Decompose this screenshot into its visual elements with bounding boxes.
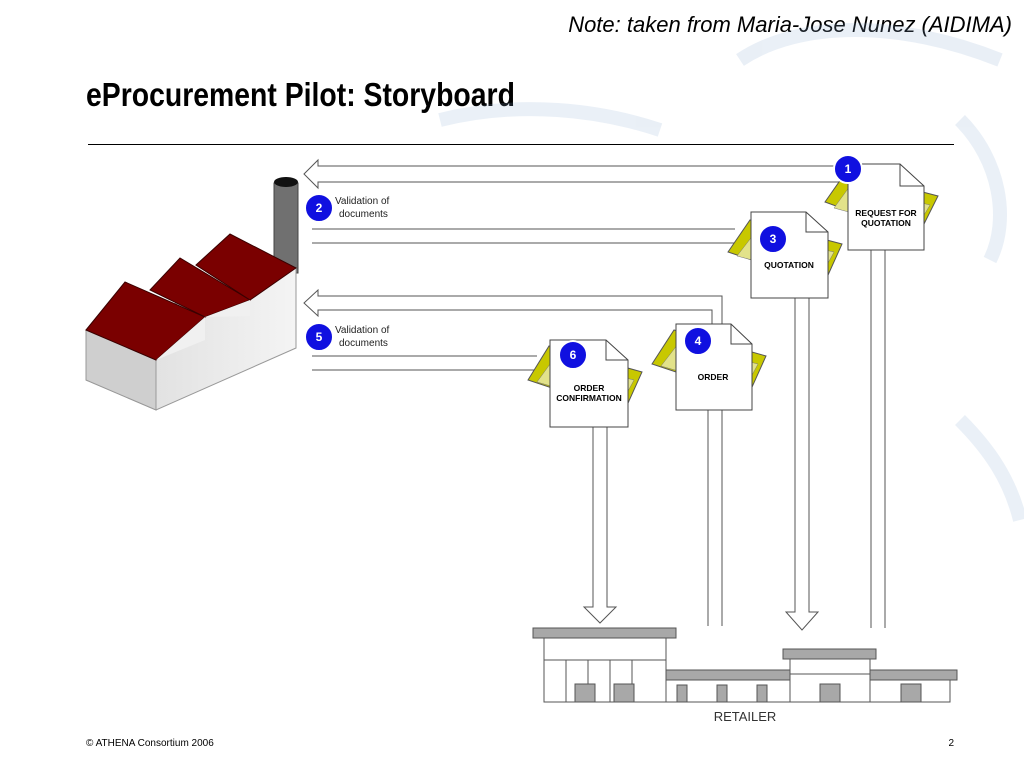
arrow-confirmation-to-retailer	[582, 426, 618, 624]
factory-icon	[85, 177, 299, 411]
source-note: Note: taken from Maria-Jose Nunez (AIDIM…	[568, 12, 1012, 37]
document-quotation: QUOTATION	[727, 211, 843, 299]
flow-arrows	[303, 158, 886, 631]
arrow-rfq-to-factory	[303, 158, 841, 190]
page-title: eProcurement Pilot: Storyboard	[86, 76, 515, 113]
svg-text:6: 6	[570, 348, 577, 362]
footer-copyright: © ATHENA Consortium 2006	[86, 738, 214, 749]
arrow-quotation-to-retailer	[784, 297, 820, 631]
svg-text:5: 5	[316, 330, 323, 344]
validation-label-2-line-2: documents	[339, 338, 388, 349]
document-request-for-quotation: REQUEST FOR QUOTATION	[824, 163, 939, 251]
step-badge-2: 2	[304, 193, 334, 223]
title-divider	[88, 144, 954, 145]
rfq-label-line-1: REQUEST FOR	[855, 208, 916, 218]
svg-text:2: 2	[316, 201, 323, 215]
background-watermark	[438, 23, 1024, 522]
retailer-label: RETAILER	[714, 709, 777, 724]
confirmation-label-line-2: CONFIRMATION	[556, 393, 621, 403]
order-label: ORDER	[698, 372, 729, 382]
step-badge-5: 5	[304, 322, 334, 352]
step-badge-6: 6	[558, 340, 588, 370]
validation-label-1-line-1: Validation of	[335, 196, 390, 207]
quotation-label: QUOTATION	[764, 260, 814, 270]
svg-text:3: 3	[770, 232, 777, 246]
document-order: ORDER	[651, 323, 767, 411]
validation-label-2-line-1: Validation of	[335, 325, 390, 336]
arrow-order-to-factory	[303, 288, 723, 326]
svg-text:1: 1	[845, 162, 852, 176]
svg-text:4: 4	[695, 334, 702, 348]
step-badge-4: 4	[683, 326, 713, 356]
validation-label-1-line-2: documents	[339, 209, 388, 220]
page-number: 2	[948, 738, 954, 749]
rfq-label-line-2: QUOTATION	[861, 218, 911, 228]
confirmation-label-line-1: ORDER	[574, 383, 605, 393]
retailer-building-icon	[532, 627, 958, 703]
step-badge-3: 3	[758, 224, 788, 254]
step-badge-1: 1	[833, 154, 863, 184]
